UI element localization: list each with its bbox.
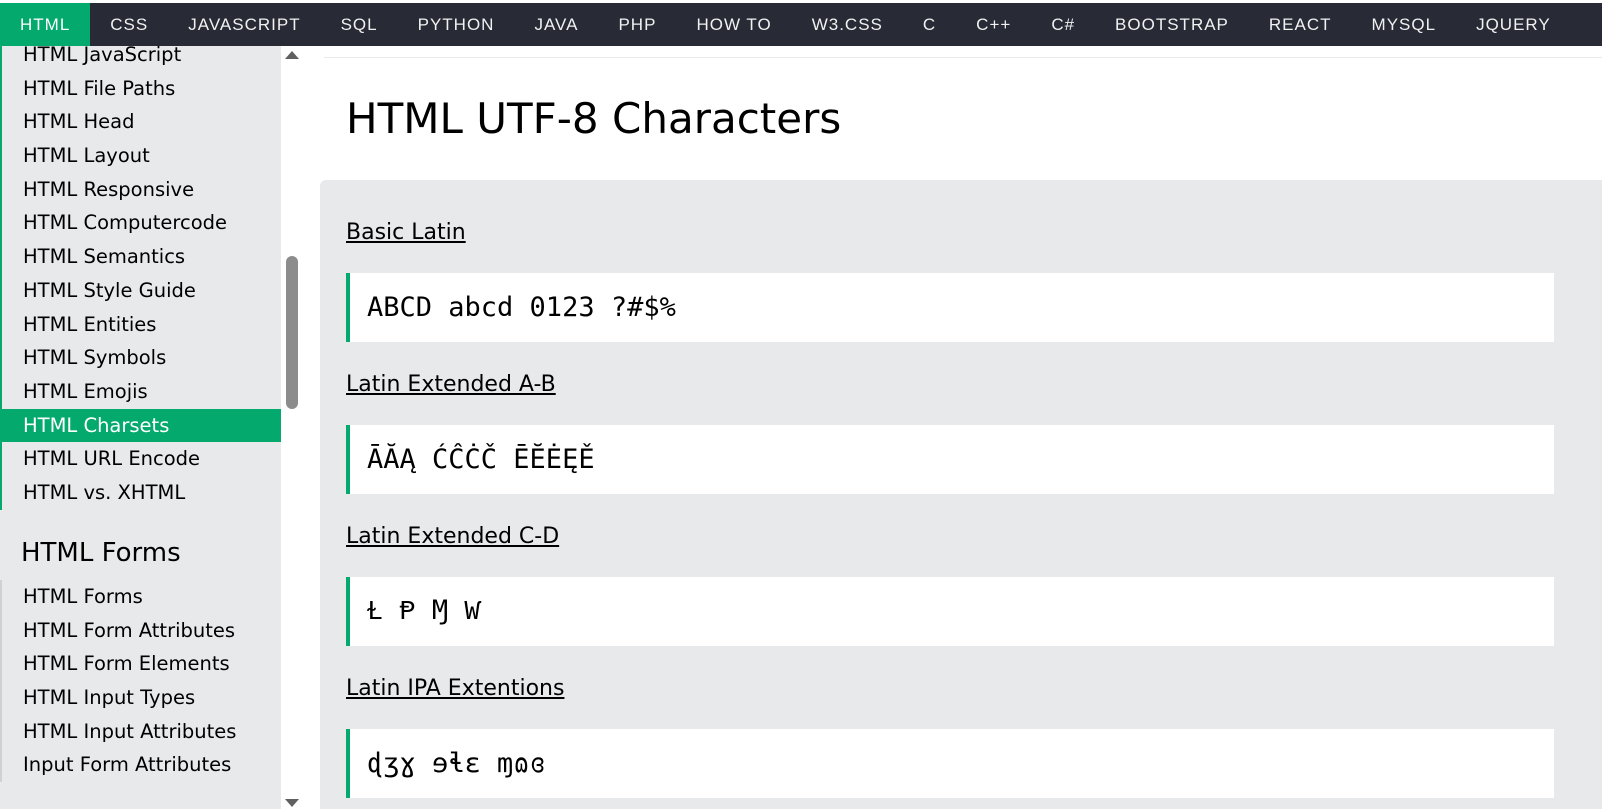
- nav-bootstrap[interactable]: BOOTSTRAP: [1115, 14, 1229, 34]
- scrollbar-thumb[interactable]: [286, 256, 298, 409]
- sample-box-latin-extended-c-d: Ɫ Ᵽ Ɱ Ⱳ: [346, 577, 1554, 646]
- scroll-down-arrow-icon[interactable]: [285, 799, 299, 807]
- section-link-latin-extended-a-b[interactable]: Latin Extended A-B: [346, 372, 556, 397]
- sidebar-item-html-javascript[interactable]: HTML JavaScript: [23, 46, 182, 66]
- top-navigation: HTML CSS JAVASCRIPT SQL PYTHON JAVA PHP …: [0, 3, 1602, 46]
- nav-php[interactable]: PHP: [618, 14, 657, 34]
- nav-javascript[interactable]: JAVASCRIPT: [188, 14, 301, 34]
- nav-java[interactable]: JAVA: [534, 14, 579, 34]
- sidebar-item-html-computercode[interactable]: HTML Computercode: [23, 211, 227, 235]
- nav-react[interactable]: REACT: [1268, 14, 1332, 34]
- sidebar-item-html-semantics[interactable]: HTML Semantics: [23, 245, 186, 269]
- nav-python[interactable]: PYTHON: [417, 14, 495, 34]
- section-link-basic-latin[interactable]: Basic Latin: [346, 220, 466, 245]
- page-title: HTML UTF-8 Characters: [346, 94, 842, 143]
- sidebar-item-html-form-attributes[interactable]: HTML Form Attributes: [23, 618, 236, 642]
- sidebar-item-html-charsets[interactable]: HTML Charsets: [2, 408, 281, 443]
- section-link-latin-ipa-extentions[interactable]: Latin IPA Extentions: [346, 676, 565, 701]
- nav-cpp[interactable]: C++: [976, 14, 1012, 34]
- sidebar-item-html-head[interactable]: HTML Head: [23, 110, 135, 134]
- divider: [324, 57, 1602, 58]
- sidebar: HTML JavaScript HTML File Paths HTML Hea…: [0, 46, 300, 809]
- sidebar-item-html-url-encode[interactable]: HTML URL Encode: [23, 447, 201, 471]
- sidebar-item-html-symbols[interactable]: HTML Symbols: [23, 346, 167, 370]
- sidebar-item-input-form-attributes[interactable]: Input Form Attributes: [23, 753, 232, 777]
- sample-box-basic-latin: ABCD abcd 0123 ?#$%: [346, 273, 1554, 342]
- sample-box-latin-extended-a-b: ĀĂĄ ĆĈĊČ ĒĔĖĘĚ: [346, 425, 1554, 494]
- nav-html[interactable]: HTML: [0, 3, 91, 46]
- sidebar-item-html-input-attributes[interactable]: HTML Input Attributes: [23, 719, 237, 743]
- sidebar-item-html-forms[interactable]: HTML Forms: [23, 585, 143, 608]
- nav-css[interactable]: CSS: [110, 14, 149, 34]
- nav-w3css[interactable]: W3.CSS: [811, 14, 883, 34]
- sidebar-item-html-style-guide[interactable]: HTML Style Guide: [23, 278, 196, 302]
- sidebar-item-html-file-paths[interactable]: HTML File Paths: [23, 76, 176, 100]
- nav-csharp[interactable]: C#: [1051, 14, 1076, 34]
- nav-sql[interactable]: SQL: [340, 14, 378, 34]
- example-panel: Basic Latin ABCD abcd 0123 ?#$% Latin Ex…: [320, 180, 1602, 809]
- scroll-up-arrow-icon[interactable]: [285, 51, 299, 59]
- sidebar-item-html-form-elements[interactable]: HTML Form Elements: [23, 652, 230, 676]
- nav-jquery[interactable]: JQUERY: [1476, 14, 1551, 34]
- sidebar-item-html-responsive[interactable]: HTML Responsive: [23, 177, 195, 201]
- sidebar-item-html-layout[interactable]: HTML Layout: [23, 144, 150, 168]
- main-content: HTML UTF-8 Characters Basic Latin ABCD a…: [300, 46, 1602, 809]
- nav-mysql[interactable]: MYSQL: [1371, 14, 1437, 34]
- sidebar-group-forms: HTML Forms HTML Form Attributes HTML For…: [0, 580, 281, 783]
- sidebar-item-html-entities[interactable]: HTML Entities: [23, 312, 157, 336]
- sidebar-item-html-vs-xhtml[interactable]: HTML vs. XHTML: [23, 480, 186, 504]
- sidebar-item-html-emojis[interactable]: HTML Emojis: [23, 379, 148, 403]
- sidebar-scrollbar[interactable]: [281, 46, 300, 809]
- sidebar-group-title-forms: HTML Forms: [21, 538, 181, 568]
- sidebar-group-html: HTML JavaScript HTML File Paths HTML Hea…: [0, 46, 281, 510]
- sidebar-item-html-input-types[interactable]: HTML Input Types: [23, 686, 196, 710]
- nav-how-to[interactable]: HOW TO: [696, 14, 772, 34]
- nav-c[interactable]: C: [922, 14, 937, 34]
- section-link-latin-extended-c-d[interactable]: Latin Extended C-D: [346, 524, 560, 549]
- sample-box-latin-ipa-extentions: ɖʒɣ ɘɬɛ ɱɷɞ: [346, 729, 1554, 798]
